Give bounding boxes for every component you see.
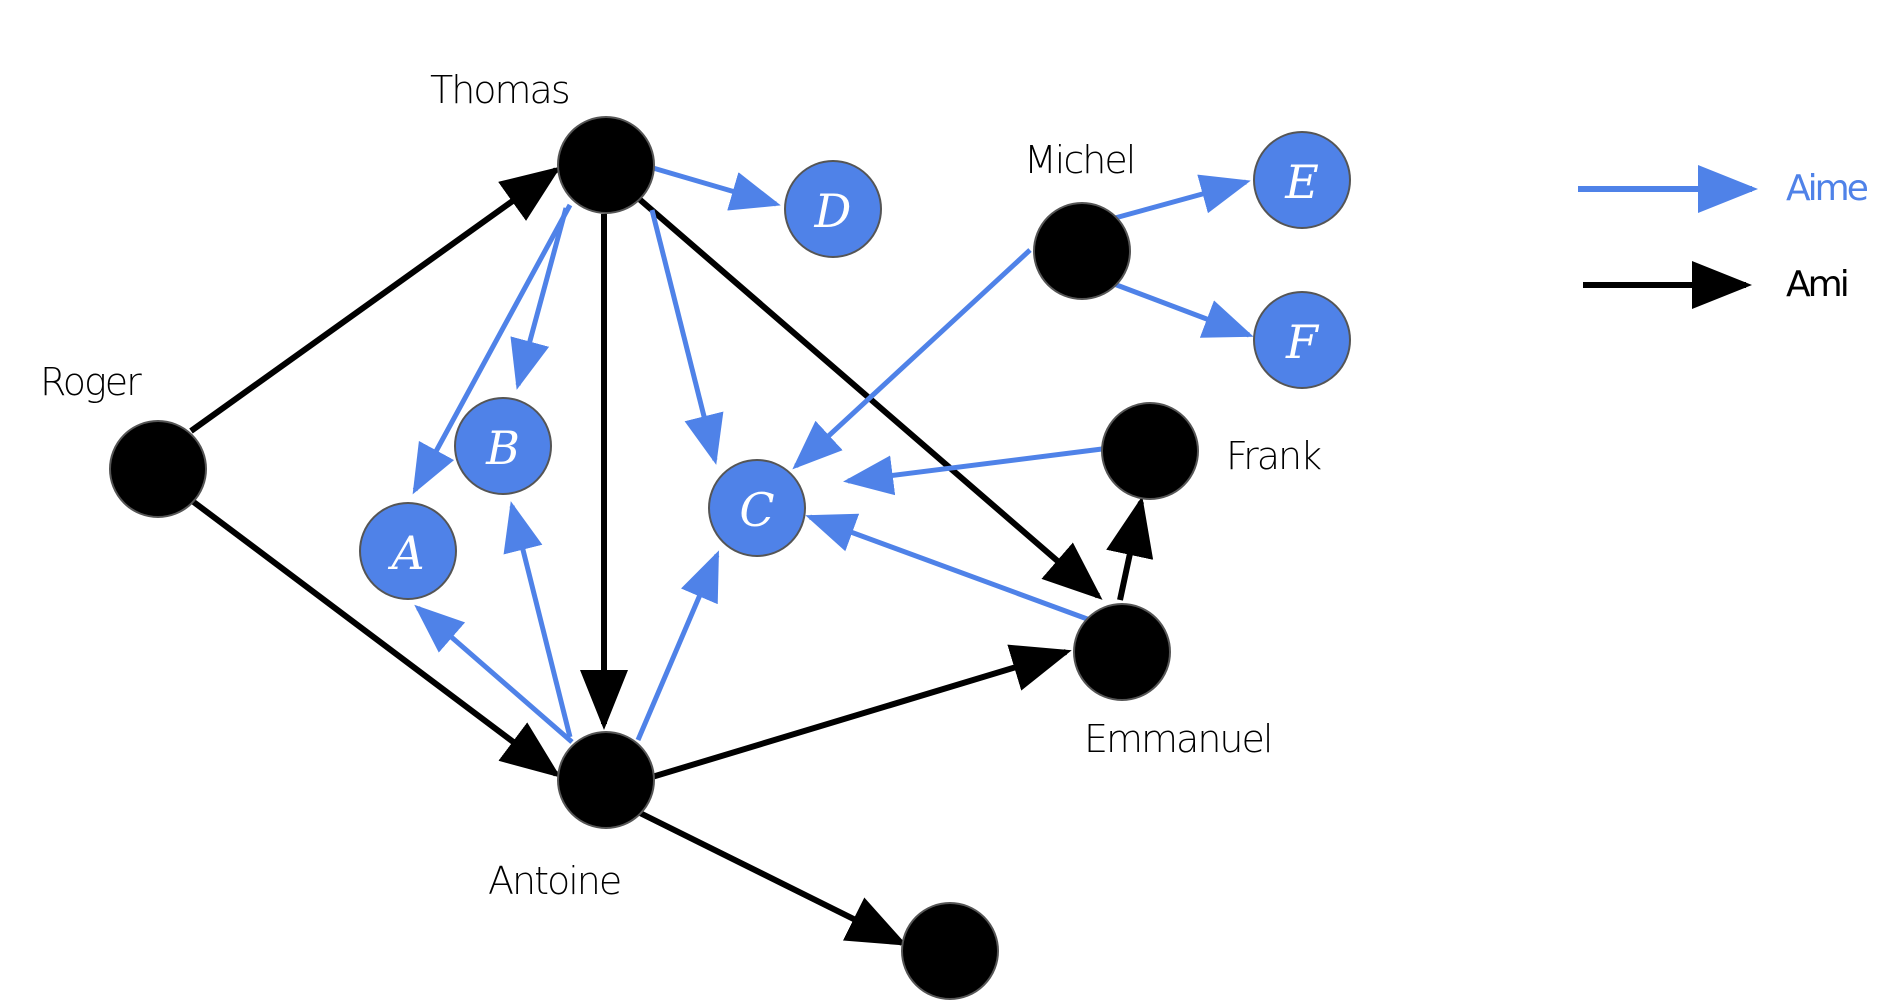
edge-ami-emmanuel-frank [1106, 496, 1154, 601]
node-roger [109, 420, 207, 518]
node-michel [1033, 202, 1131, 300]
item-label-a: A [387, 526, 424, 580]
edge-aime-thomas-c [649, 209, 724, 465]
node-f [1253, 291, 1351, 389]
item-label-e: E [1284, 155, 1319, 209]
edge-aime-antoine-a [414, 604, 574, 744]
aime-edges [412, 165, 1254, 744]
edge-ami-roger-antoine [189, 497, 561, 778]
legend-ami-label: Ami [1786, 264, 1847, 305]
edge-aime-michel-c [792, 248, 1032, 470]
person-label-michel: Michel [1024, 138, 1134, 182]
node-emmanuel [1073, 603, 1171, 701]
person-label-frank: Frank [1226, 434, 1321, 478]
person-label-roger: Roger [40, 360, 142, 404]
edge-aime-michel-e [1114, 174, 1251, 221]
edge-aime-antoine-b [503, 501, 573, 738]
edge-aime-michel-f [1113, 281, 1254, 338]
legend: Aime Ami [1578, 165, 1871, 309]
edge-aime-emmanuel-c [805, 513, 1091, 623]
person-nodes [109, 116, 1199, 1000]
person-labels: Thomas Roger Antoine Michel Frank Emmanu… [40, 68, 1323, 903]
item-labels: A B C D E F [387, 155, 1320, 580]
item-label-b: B [485, 421, 520, 475]
node-unnamed [901, 902, 999, 1000]
ami-edges [189, 166, 1154, 946]
edge-aime-thomas-b [510, 207, 569, 390]
node-thomas [557, 116, 655, 214]
edge-ami-antoine-emmanuel [651, 644, 1072, 780]
node-a [359, 502, 457, 600]
edge-aime-thomas-a [412, 203, 573, 495]
item-label-d: D [814, 184, 852, 238]
item-nodes [359, 131, 1351, 600]
node-e [1253, 131, 1351, 229]
person-label-emmanuel: Emmanuel [1084, 717, 1271, 761]
node-c [708, 459, 806, 557]
legend-aime-label: Aime [1786, 168, 1868, 209]
node-b [454, 397, 552, 495]
edge-aime-antoine-c [635, 550, 720, 741]
person-label-thomas: Thomas [430, 68, 569, 112]
item-label-f: F [1285, 315, 1320, 369]
edge-aime-thomas-d [652, 165, 781, 211]
person-label-antoine: Antoine [488, 859, 620, 903]
node-frank [1101, 402, 1199, 500]
node-d [784, 160, 882, 258]
edge-ami-antoine-unnamed [636, 809, 908, 946]
edge-ami-roger-thomas [189, 166, 561, 434]
node-antoine [557, 731, 655, 829]
edge-aime-frank-c [843, 446, 1103, 496]
item-label-c: C [739, 483, 774, 537]
